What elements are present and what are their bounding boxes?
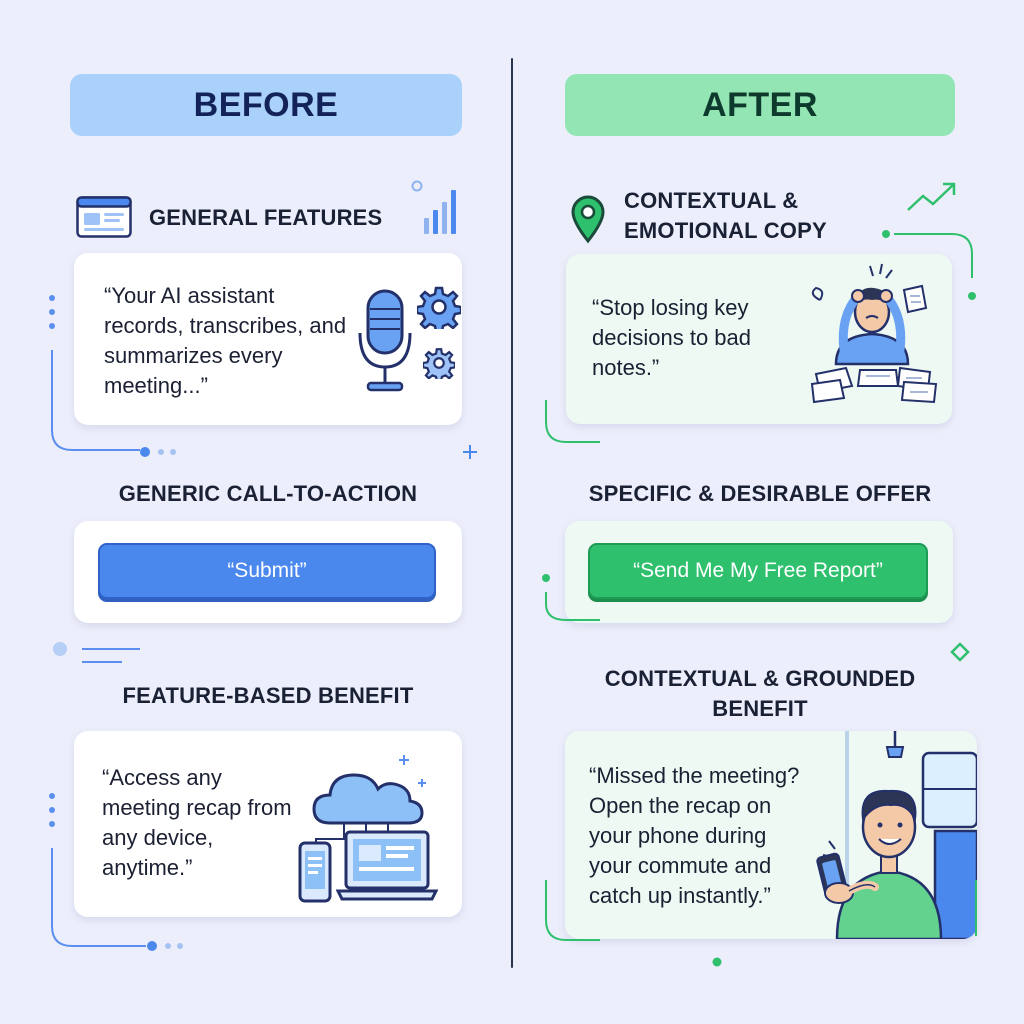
bar-chart-icon — [410, 178, 466, 241]
decorative-connector — [540, 870, 990, 975]
before-section-1-heading: GENERAL FEATURES — [149, 205, 383, 230]
decorative-connector — [44, 290, 484, 475]
after-banner: AFTER — [565, 74, 955, 136]
center-divider — [511, 58, 513, 968]
commuter-with-phone-illustration — [809, 731, 977, 939]
after-section-1-heading-line2: EMOTIONAL COPY — [624, 218, 827, 243]
before-feature-quote: “Your AI assistant records, transcribes,… — [104, 283, 347, 398]
after-benefit-quote: “Missed the meeting? Open the recap on y… — [589, 763, 800, 908]
laptop-icon — [335, 829, 439, 908]
location-pin-icon — [569, 194, 607, 249]
after-cta-card: “Send Me My Free Report” — [565, 521, 953, 623]
before-section-3-heading: FEATURE-BASED BENEFIT — [122, 683, 414, 708]
microphone-icon — [354, 287, 424, 400]
before-benefit-quote: “Access any meeting recap from any devic… — [102, 765, 292, 880]
decorative-connector — [44, 790, 204, 965]
send-free-report-button[interactable]: “Send Me My Free Report” — [588, 543, 928, 599]
decorative-lines — [52, 640, 142, 675]
before-banner: BEFORE — [70, 74, 462, 136]
after-benefit-card: “Missed the meeting? Open the recap on y… — [565, 731, 977, 939]
after-section-1-heading-line1: CONTEXTUAL & — [624, 188, 799, 213]
decorative-connector — [540, 226, 980, 461]
submit-button-label: “Submit” — [227, 559, 307, 582]
after-emotional-card: “Stop losing key decisions to bad notes.… — [566, 254, 952, 424]
stressed-person-illustration — [800, 260, 946, 415]
send-free-report-button-label: “Send Me My Free Report” — [633, 559, 883, 582]
cloud-sync-icon — [294, 745, 444, 910]
submit-button[interactable]: “Submit” — [98, 543, 436, 599]
after-section-3-heading: CONTEXTUAL & GROUNDED BENEFIT — [565, 664, 955, 724]
before-feature-card: “Your AI assistant records, transcribes,… — [74, 253, 463, 425]
trending-up-icon — [905, 180, 959, 219]
decorative-connector — [540, 568, 980, 673]
smartphone-icon — [298, 841, 332, 908]
before-section-2-heading: GENERIC CALL-TO-ACTION — [118, 481, 418, 506]
gear-icon — [415, 285, 463, 334]
after-title: AFTER — [702, 85, 818, 124]
before-cta-card: “Submit” — [74, 521, 462, 623]
before-benefit-card: “Access any meeting recap from any devic… — [74, 731, 462, 917]
gear-icon — [421, 347, 457, 384]
after-section-3-heading-line2: BENEFIT — [712, 696, 808, 721]
after-section-3-heading-line1: CONTEXTUAL & GROUNDED — [604, 666, 916, 691]
after-emotional-quote: “Stop losing key decisions to bad notes.… — [592, 295, 751, 380]
after-section-1-heading: CONTEXTUAL & EMOTIONAL COPY — [624, 186, 827, 246]
before-title: BEFORE — [193, 85, 339, 124]
browser-window-icon — [76, 196, 132, 243]
after-section-2-heading: SPECIFIC & DESIRABLE OFFER — [588, 481, 932, 506]
